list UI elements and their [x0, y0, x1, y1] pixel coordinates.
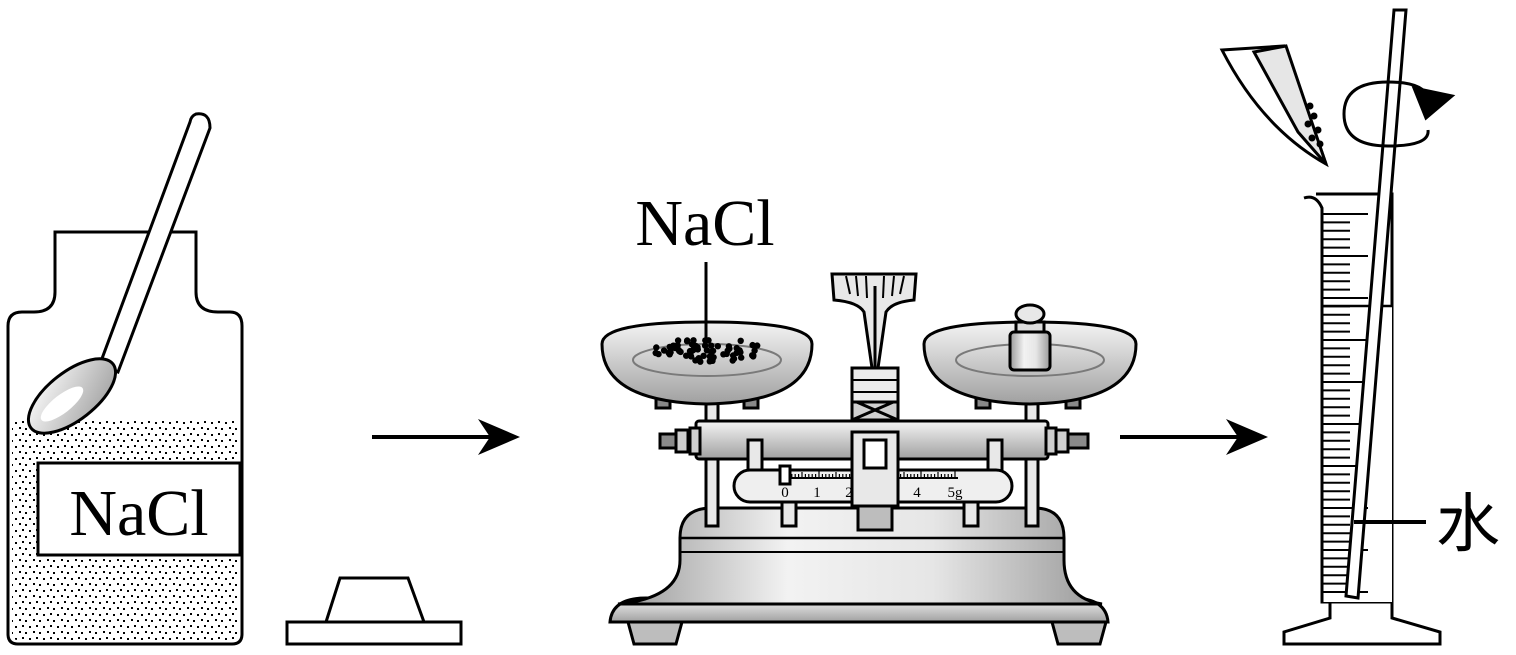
rider	[778, 464, 792, 486]
pan-stem-right	[1024, 398, 1040, 528]
balance-foot-right	[1050, 620, 1108, 646]
rotation-arrow-icon	[1342, 80, 1456, 148]
scale-tick-label-4: 4	[913, 485, 921, 501]
jar-label-text: NaCl	[69, 477, 208, 550]
stopper-top	[323, 576, 427, 624]
balance-base-body	[617, 506, 1103, 606]
balance: 0 1 2 3 4 5g	[600, 262, 1138, 646]
weight	[1008, 303, 1052, 372]
water-label-text: 水	[1436, 489, 1500, 560]
salt-pile	[652, 337, 761, 365]
balance-foot-left	[626, 620, 684, 646]
weighing-paper	[1219, 44, 1329, 168]
arrow-right-icon	[1120, 419, 1268, 455]
spoon	[26, 112, 212, 435]
scale-tick-label-5: 5g	[948, 485, 964, 501]
scale-tick-label-0: 0	[781, 485, 789, 501]
stopper-base	[285, 620, 463, 646]
cylinder-base	[1282, 600, 1442, 646]
spoon-bowl-shine	[40, 386, 84, 422]
pan-label-text: NaCl	[635, 187, 774, 260]
stirring-rod	[1344, 8, 1408, 600]
scale-tick-label-1: 1	[813, 485, 821, 501]
bottle-label-box	[36, 461, 242, 557]
left-pan	[600, 320, 814, 406]
bottle-stopper	[285, 576, 463, 646]
reagent-bottle: NaCl	[6, 230, 244, 646]
water-label: 水	[1354, 489, 1500, 560]
pan-stem-left	[704, 398, 720, 528]
arrow-right-icon	[372, 419, 520, 455]
scale-tick-label-2: 2	[845, 485, 853, 501]
